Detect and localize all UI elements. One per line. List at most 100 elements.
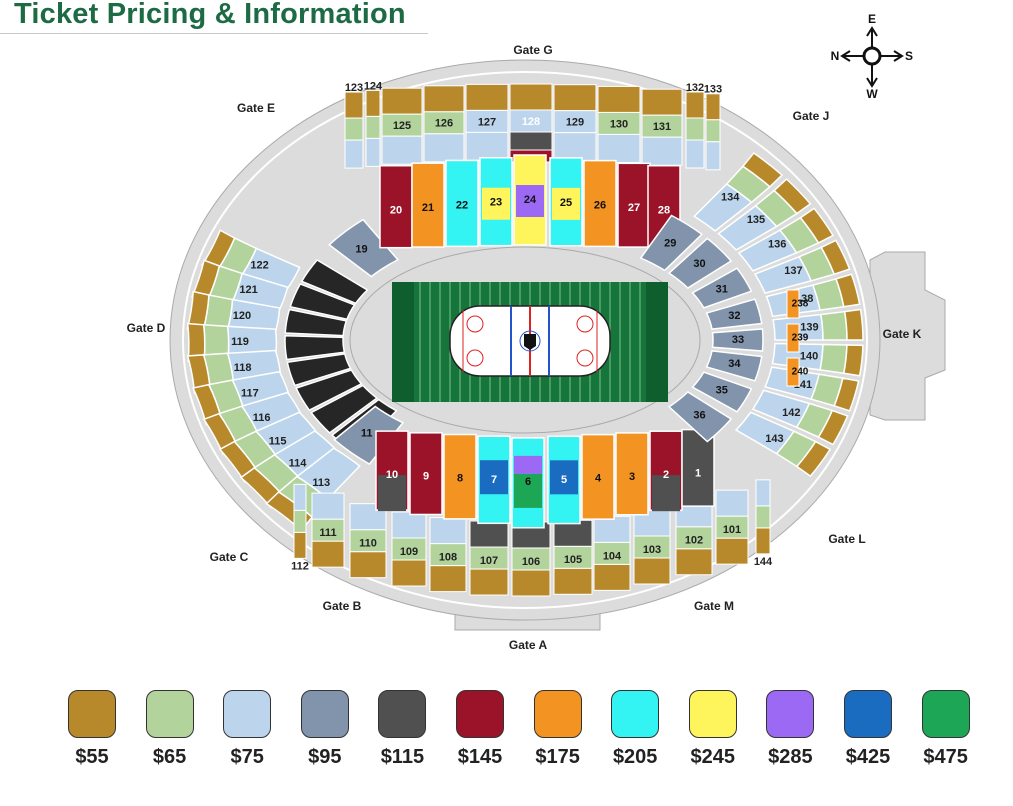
legend-swatch bbox=[611, 690, 660, 738]
inner-black-section-3 bbox=[284, 308, 348, 337]
compass-label-right: S bbox=[905, 49, 913, 63]
legend-item: $475 bbox=[918, 690, 974, 769]
section-label-119: 119 bbox=[231, 336, 249, 348]
inner-black-section-6 bbox=[295, 369, 363, 412]
section-label-239: 239 bbox=[792, 333, 809, 344]
section-label-6: 6 bbox=[525, 476, 531, 488]
inner-section-8 bbox=[443, 433, 477, 520]
upper-section-133-band-2 bbox=[705, 93, 721, 121]
legend-swatch bbox=[766, 690, 815, 738]
upper-section-110-band-2 bbox=[349, 551, 387, 579]
section-label-7: 7 bbox=[491, 474, 497, 486]
inner-section-31 bbox=[691, 267, 753, 309]
inner-section-21 bbox=[411, 162, 445, 248]
section-label-1: 1 bbox=[695, 468, 701, 480]
section-label-117: 117 bbox=[241, 387, 259, 399]
section-label-122: 122 bbox=[250, 259, 268, 271]
inner-section-1 bbox=[681, 428, 715, 507]
upper-section-101-band-2 bbox=[715, 537, 749, 565]
inner-section-11 bbox=[333, 405, 405, 466]
upper-section-105-band-2 bbox=[553, 567, 593, 595]
upper-section-143-band-2 bbox=[795, 440, 832, 478]
legend-swatch bbox=[688, 690, 737, 738]
section-label-3: 3 bbox=[629, 471, 635, 483]
upper-section-129-band-2 bbox=[553, 84, 597, 112]
section-label-131: 131 bbox=[653, 121, 671, 133]
endzone-left bbox=[392, 282, 414, 402]
upper-section-140-band-2 bbox=[842, 344, 864, 377]
legend-item: $245 bbox=[685, 690, 741, 769]
inner-section-6-premium bbox=[514, 473, 542, 508]
upper-section-144-band-1 bbox=[755, 505, 771, 529]
section-label-238: 238 bbox=[792, 299, 809, 310]
section-label-106: 106 bbox=[522, 556, 540, 568]
upper-section-101-band-0 bbox=[715, 489, 749, 517]
section-label-103: 103 bbox=[643, 544, 661, 556]
legend-price: $65 bbox=[152, 746, 187, 768]
stadium-outer-rim bbox=[182, 71, 868, 609]
upper-section-133-band-0 bbox=[705, 141, 721, 171]
gate-d-label: Gate D bbox=[127, 321, 166, 335]
upper-section-127-band-2 bbox=[465, 83, 509, 111]
legend-price: $245 bbox=[690, 746, 736, 768]
upper-section-124-band-2 bbox=[365, 89, 381, 117]
section-label-111: 111 bbox=[319, 527, 336, 539]
section-label-108: 108 bbox=[439, 551, 457, 563]
upper-section-111-band-2 bbox=[311, 540, 345, 568]
legend-item: $285 bbox=[762, 690, 818, 769]
section-label-136: 136 bbox=[768, 238, 786, 250]
endzone-right bbox=[646, 282, 668, 402]
upper-section-103-band-2 bbox=[633, 557, 671, 585]
upper-section-125-band-0 bbox=[381, 135, 423, 165]
upper-section-107-band-2 bbox=[469, 568, 509, 596]
legend-price: $175 bbox=[535, 746, 580, 768]
section-label-132: 132 bbox=[686, 82, 704, 94]
legend-item: $205 bbox=[607, 690, 663, 769]
section-label-10: 10 bbox=[386, 469, 398, 481]
section-label-32: 32 bbox=[728, 310, 740, 322]
compass-label-bottom: W bbox=[866, 87, 878, 101]
inner-section-24-premium bbox=[516, 185, 544, 217]
legend-price: $95 bbox=[308, 746, 342, 768]
compass-label-top: E bbox=[868, 12, 876, 26]
section-label-5: 5 bbox=[561, 474, 567, 486]
legend-item: $55 bbox=[64, 690, 120, 769]
section-label-35: 35 bbox=[716, 384, 728, 396]
upper-section-130-band-0 bbox=[597, 133, 641, 163]
price-legend: $55 $65 $75 $95 $115 $145 $175 $205 $245 $285 $425… bbox=[0, 690, 1013, 806]
section-label-104: 104 bbox=[603, 550, 622, 562]
gate-e-label: Gate E bbox=[237, 101, 275, 115]
section-label-113: 113 bbox=[312, 477, 330, 489]
upper-section-111-band-0 bbox=[311, 492, 345, 520]
field-section-238 bbox=[786, 289, 800, 319]
section-label-139: 139 bbox=[800, 322, 818, 334]
legend-price: $425 bbox=[845, 746, 891, 768]
inner-section-36 bbox=[667, 391, 733, 443]
legend-item: $115 bbox=[374, 690, 430, 769]
upper-section-132-band-2 bbox=[685, 91, 705, 119]
section-label-110: 110 bbox=[359, 538, 377, 550]
section-label-109: 109 bbox=[400, 546, 418, 558]
section-label-144: 144 bbox=[754, 556, 773, 568]
section-label-2: 2 bbox=[663, 469, 669, 481]
section-label-105: 105 bbox=[564, 554, 582, 566]
section-label-31: 31 bbox=[716, 283, 728, 295]
upper-section-108-band-2 bbox=[429, 565, 467, 593]
section-label-25: 25 bbox=[560, 197, 572, 209]
gate-a-label: Gate A bbox=[509, 638, 548, 652]
legend-swatch bbox=[378, 690, 427, 738]
section-label-116: 116 bbox=[253, 412, 271, 424]
upper-section-127-band-0 bbox=[465, 131, 509, 161]
section-label-9: 9 bbox=[423, 471, 429, 483]
legend-swatch bbox=[844, 690, 892, 738]
section-label-142: 142 bbox=[782, 407, 800, 419]
inner-section-35 bbox=[691, 371, 753, 413]
legend-swatch bbox=[533, 690, 582, 738]
legend-item: $145 bbox=[452, 690, 508, 769]
inner-black-section-2 bbox=[289, 283, 356, 321]
legend-price: $145 bbox=[457, 746, 503, 768]
legend-item: $175 bbox=[530, 690, 586, 769]
legend-item: $75 bbox=[219, 690, 275, 769]
upper-section-137-band-2 bbox=[820, 239, 851, 276]
gate-j-label: Gate J bbox=[793, 109, 830, 123]
